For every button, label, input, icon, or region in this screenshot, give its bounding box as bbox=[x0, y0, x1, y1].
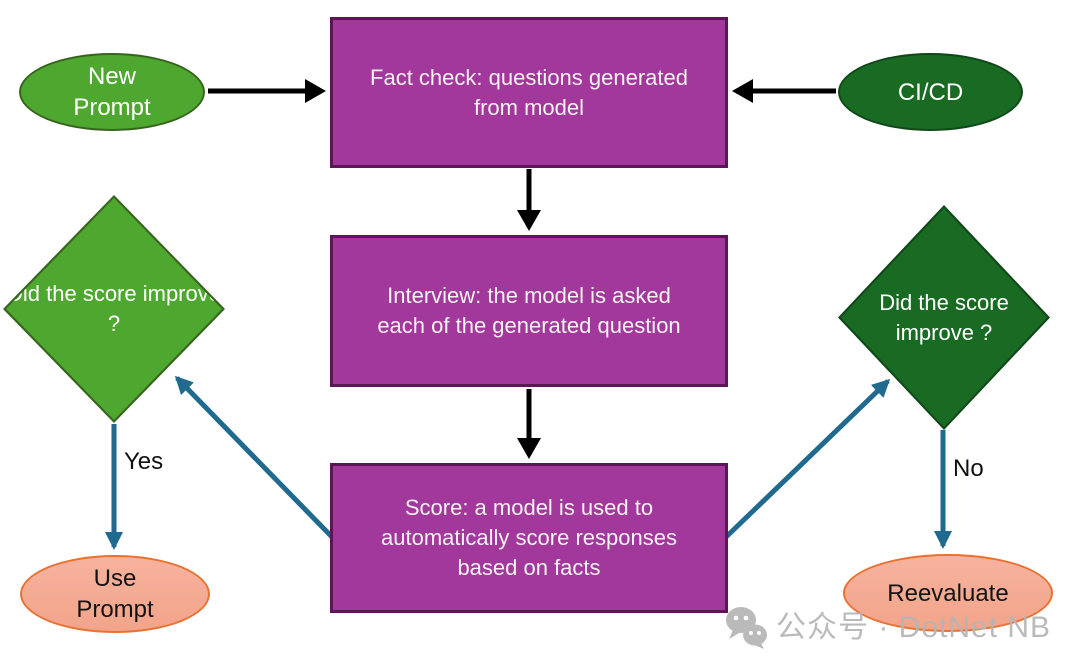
wechat-icon bbox=[724, 606, 768, 655]
watermark: 公众号 · DotNet NB bbox=[724, 606, 1051, 655]
node-fact-check: Fact check: questions generated from mod… bbox=[330, 17, 728, 168]
node-decision-left-label: Did the score improve ? bbox=[7, 281, 221, 336]
node-use-prompt: Use Prompt bbox=[20, 555, 210, 633]
node-score-label: Score: a model is used to automatically … bbox=[381, 495, 677, 580]
node-reevaluate: Reevaluate bbox=[843, 554, 1053, 632]
node-new-prompt: New Prompt bbox=[19, 53, 205, 131]
watermark-text: 公众号 · DotNet NB bbox=[776, 611, 1052, 644]
node-use-prompt-label: Use Prompt bbox=[76, 565, 154, 623]
node-cicd-label: CI/CD bbox=[897, 78, 964, 106]
node-reevaluate-label: Reevaluate bbox=[887, 579, 1009, 607]
node-fact-check-label: Fact check: questions generated from mod… bbox=[370, 64, 688, 120]
node-score: Score: a model is used to automatically … bbox=[330, 463, 728, 613]
edge-label-yes: Yes bbox=[124, 448, 164, 475]
node-cicd: CI/CD bbox=[838, 53, 1023, 131]
node-decision-right-label: Did the score improve ? bbox=[879, 289, 1009, 345]
node-new-prompt-label: New Prompt bbox=[73, 63, 151, 121]
node-interview-label: Interview: the model is asked each of th… bbox=[377, 283, 681, 338]
node-interview: Interview: the model is asked each of th… bbox=[330, 235, 728, 387]
arrow-score-to-decision-right bbox=[723, 378, 891, 540]
arrow-score-to-decision-left bbox=[174, 375, 335, 540]
edge-label-no: No bbox=[953, 455, 984, 482]
